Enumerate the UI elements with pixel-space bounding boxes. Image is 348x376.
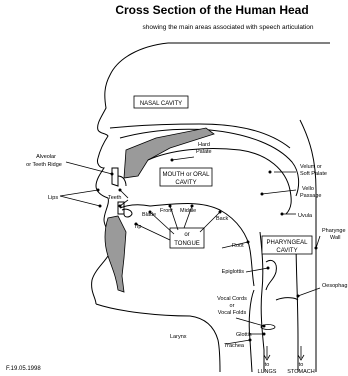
epiglottis	[266, 260, 276, 290]
label-alveolar-2: or Teeth Ridge	[26, 162, 62, 168]
label-pharynx-2: Wall	[330, 235, 341, 241]
label-velum-1: Velum or	[300, 164, 322, 170]
diagram-title: Cross Section of the Human Head	[115, 3, 308, 17]
label-pharyngeal-1: PHARYNGEAL	[267, 240, 309, 246]
label-root: Root	[232, 243, 244, 249]
label-to-lungs-1: to	[265, 362, 270, 368]
label-glottis: Glottis	[236, 332, 252, 338]
label-vello-1: Vello	[302, 186, 314, 192]
neck-front	[96, 304, 220, 372]
label-teeth: Teeth	[108, 195, 121, 201]
label-back: Back	[216, 216, 228, 222]
oesophagus-front	[296, 240, 298, 372]
label-vello-2: Passage	[300, 193, 321, 199]
larynx-wall	[249, 290, 254, 372]
label-front: Front	[160, 208, 173, 214]
label-tongue-or: or	[184, 232, 189, 238]
label-blade: Blade	[142, 212, 156, 218]
label-tongue: TONGUE	[174, 241, 200, 247]
oesophagus-divider	[276, 298, 298, 300]
label-to-stomach-1: to	[299, 362, 304, 368]
label-mouth-cavity-1: MOUTH or ORAL	[162, 172, 210, 178]
label-alveolar-1: Alveolar	[36, 154, 56, 160]
label-mouth-cavity-2: CAVITY	[175, 180, 196, 186]
label-vocal-cords-2: or	[230, 303, 235, 309]
footer-id: F.19.05.1998	[6, 366, 41, 372]
label-hard-palate-1: Hard	[198, 142, 210, 148]
label-epiglottis: Epiglottis	[222, 269, 245, 275]
label-hard-palate-2: Palate	[196, 149, 212, 155]
label-nasal-cavity: NASAL CAVITY	[140, 101, 182, 107]
label-lips: Lips	[48, 195, 58, 201]
label-oesophagus: Oesophag	[322, 283, 347, 289]
upper-teeth	[112, 168, 118, 186]
label-vocal-cords-3: Vocal Folds	[218, 310, 247, 316]
label-velum-2: Soft Palate	[300, 171, 327, 177]
label-to-stomach-2: STOMACH	[287, 369, 314, 375]
diagram-subtitle: showing the main areas associated with s…	[143, 24, 314, 31]
label-trachea: Trachea	[224, 343, 245, 349]
label-pharynx-1: Pharynge	[322, 228, 346, 234]
label-tip: Tip	[134, 224, 141, 230]
label-to-lungs-2: LUNGS	[258, 369, 277, 375]
label-pharyngeal-2: CAVITY	[276, 248, 297, 254]
label-uvula: Uvula	[298, 213, 313, 219]
lower-jaw-hatched	[105, 216, 126, 292]
label-larynx: Larynx	[170, 334, 187, 340]
label-middle: Middle	[180, 208, 196, 214]
label-vocal-cords-1: Vocal Cords	[217, 296, 247, 302]
